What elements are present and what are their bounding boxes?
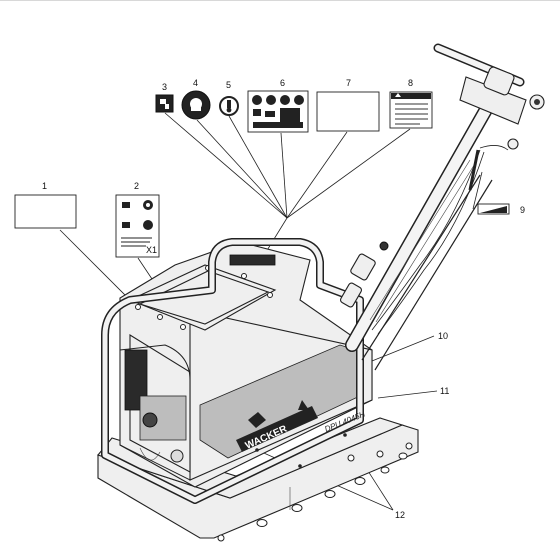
callout-10: 10 xyxy=(438,331,448,341)
callout-12-targets xyxy=(255,433,347,468)
callout-7: 7 xyxy=(346,78,351,88)
decal-2[interactable]: X1 xyxy=(115,194,160,258)
callout-2: 2 xyxy=(134,181,139,191)
top-cover xyxy=(128,264,277,331)
callout-8: 8 xyxy=(408,78,413,88)
decal-8[interactable] xyxy=(389,91,433,129)
decal-9[interactable] xyxy=(477,203,510,215)
decal-4[interactable] xyxy=(181,90,211,120)
callout-6: 6 xyxy=(280,78,285,88)
callout-4: 4 xyxy=(193,78,198,88)
top-border xyxy=(0,0,560,1)
control-cables xyxy=(371,149,485,335)
callout-11: 11 xyxy=(440,386,449,396)
decal-6[interactable] xyxy=(247,90,309,133)
base-plate xyxy=(97,417,419,542)
callout-1: 1 xyxy=(42,181,47,191)
decal-5[interactable] xyxy=(219,96,239,116)
decal-7[interactable] xyxy=(316,91,380,132)
decal-3[interactable] xyxy=(155,94,174,113)
roll-cage xyxy=(101,238,364,504)
guide-handle xyxy=(339,43,545,371)
callout-5: 5 xyxy=(226,80,231,90)
decal-2-badge: X1 xyxy=(146,245,157,255)
decal-1[interactable] xyxy=(14,194,77,229)
callout-12: 12 xyxy=(395,510,405,520)
callout-3: 3 xyxy=(162,82,167,92)
callout-9: 9 xyxy=(520,205,525,215)
